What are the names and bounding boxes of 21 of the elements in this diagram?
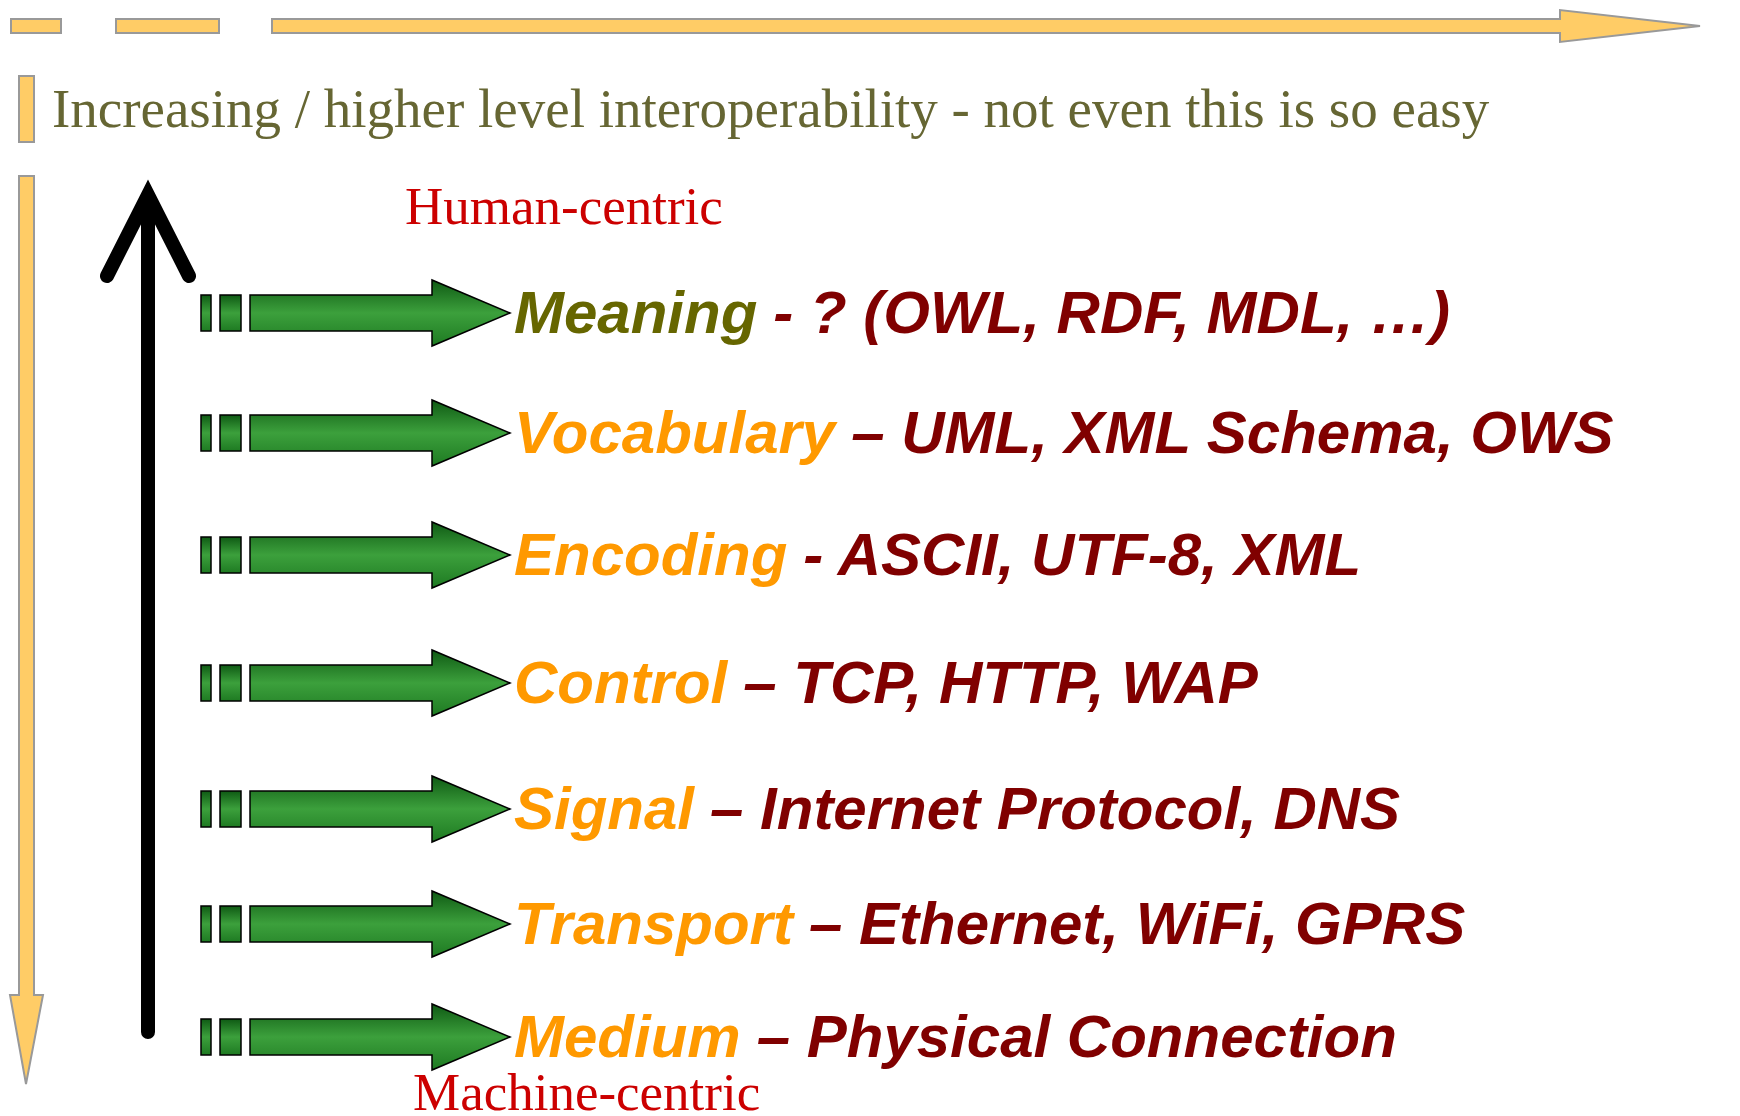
block-arrow bbox=[200, 520, 512, 590]
block-arrow bbox=[200, 774, 512, 844]
title-text: Increasing / higher level interoperability - not even this is so easy bbox=[52, 77, 1490, 141]
layer-name: Encoding bbox=[514, 520, 788, 590]
layer-examples: – UML, XML Schema, OWS bbox=[851, 398, 1614, 468]
block-arrow bbox=[200, 648, 512, 718]
layer-examples: - ? (OWL, RDF, MDL, …) bbox=[773, 278, 1450, 348]
layer-name: Meaning bbox=[514, 278, 758, 348]
layer-name: Signal bbox=[514, 774, 695, 844]
layer-name: Vocabulary bbox=[514, 398, 836, 468]
layer-examples: - ASCII, UTF-8, XML bbox=[803, 520, 1362, 590]
block-arrow bbox=[200, 278, 512, 348]
block-arrow bbox=[200, 889, 512, 959]
layer-examples: – Ethernet, WiFi, GPRS bbox=[808, 889, 1466, 959]
block-arrow bbox=[200, 398, 512, 468]
layer-name: Control bbox=[514, 648, 728, 718]
layer-examples: – TCP, HTTP, WAP bbox=[743, 648, 1258, 718]
layer-examples: – Internet Protocol, DNS bbox=[710, 774, 1401, 844]
axis-label: Human-centric bbox=[405, 176, 723, 236]
layer-name: Transport bbox=[514, 889, 793, 959]
block-arrow bbox=[200, 1002, 512, 1072]
